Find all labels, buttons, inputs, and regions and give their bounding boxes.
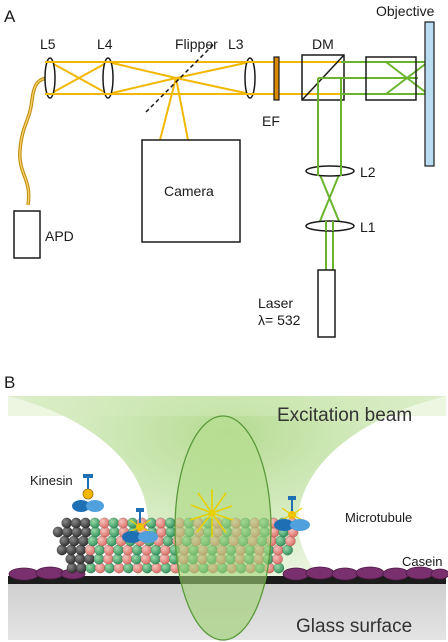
label-microtubule: Microtubule xyxy=(345,510,412,525)
label-wavelength: λ= 532 xyxy=(258,312,301,328)
objective-slide xyxy=(424,21,435,167)
label-laser: Laser xyxy=(258,295,293,311)
tubulin-subunit xyxy=(141,562,153,574)
tubulin-subunit xyxy=(85,562,97,574)
label-camera: Camera xyxy=(164,183,214,199)
label-kinesin: Kinesin xyxy=(30,473,73,488)
panel-a-label: A xyxy=(4,7,16,26)
label-l5: L5 xyxy=(40,36,56,52)
tubulin-subunit xyxy=(132,562,144,574)
lens-l3 xyxy=(244,57,256,99)
panel-b: B xyxy=(4,373,448,641)
lens-l2 xyxy=(305,165,355,177)
lens-l5 xyxy=(44,57,56,99)
objective-housing xyxy=(365,56,417,101)
label-l3: L3 xyxy=(228,36,244,52)
laser-box xyxy=(317,269,336,338)
tubulin-subunit xyxy=(89,517,101,529)
casein-layer xyxy=(8,566,448,581)
tubulin-subunit xyxy=(94,562,106,574)
flipper-mirror xyxy=(145,43,215,113)
apd-box xyxy=(13,210,41,259)
tubulin-subunit xyxy=(113,562,125,574)
tubulin-subunit xyxy=(61,517,73,529)
label-glass-surface: Glass surface xyxy=(296,616,412,637)
fluorescent-burst xyxy=(189,489,234,537)
label-objective: Objective xyxy=(376,3,435,19)
panel-b-label: B xyxy=(4,373,15,392)
lens-l4 xyxy=(102,57,114,99)
tubulin-subunit xyxy=(164,517,176,529)
tubulin-subunit xyxy=(104,562,116,574)
tubulin-subunit xyxy=(66,562,78,574)
optical-fiber xyxy=(18,76,51,206)
tubulin-subunit xyxy=(151,562,163,574)
tubulin-subunit xyxy=(75,562,87,574)
tubulin-subunit xyxy=(70,517,82,529)
tubulin-subunit xyxy=(80,517,91,529)
label-apd: APD xyxy=(45,228,74,244)
emission-filter xyxy=(273,56,280,101)
camera-box xyxy=(141,139,241,243)
tubulin-subunit xyxy=(160,562,172,574)
label-dm: DM xyxy=(312,36,334,52)
tubulin-subunit xyxy=(108,517,120,529)
panel-a: A xyxy=(4,3,435,338)
tubulin-subunit xyxy=(155,517,167,529)
tubulin-subunit xyxy=(273,562,285,574)
laser-beam xyxy=(317,61,433,270)
label-l2: L2 xyxy=(360,164,376,180)
label-flipper: Flipper xyxy=(175,36,218,52)
label-ef: EF xyxy=(262,113,280,129)
tubulin-subunit xyxy=(122,562,134,574)
label-casein: Casein xyxy=(402,554,442,569)
label-excitation-beam: Excitation beam xyxy=(277,405,412,426)
tubulin-subunit xyxy=(117,517,129,529)
kinesin-bound-right xyxy=(274,496,310,531)
label-l1: L1 xyxy=(360,219,376,235)
label-l4: L4 xyxy=(97,36,113,52)
kinesin-free xyxy=(72,474,104,512)
kinesin-bound-left xyxy=(122,508,158,543)
tubulin-subunit xyxy=(145,517,157,529)
tubulin-subunit xyxy=(52,526,64,538)
tubulin-subunit xyxy=(98,517,110,529)
lens-l1 xyxy=(305,220,355,232)
